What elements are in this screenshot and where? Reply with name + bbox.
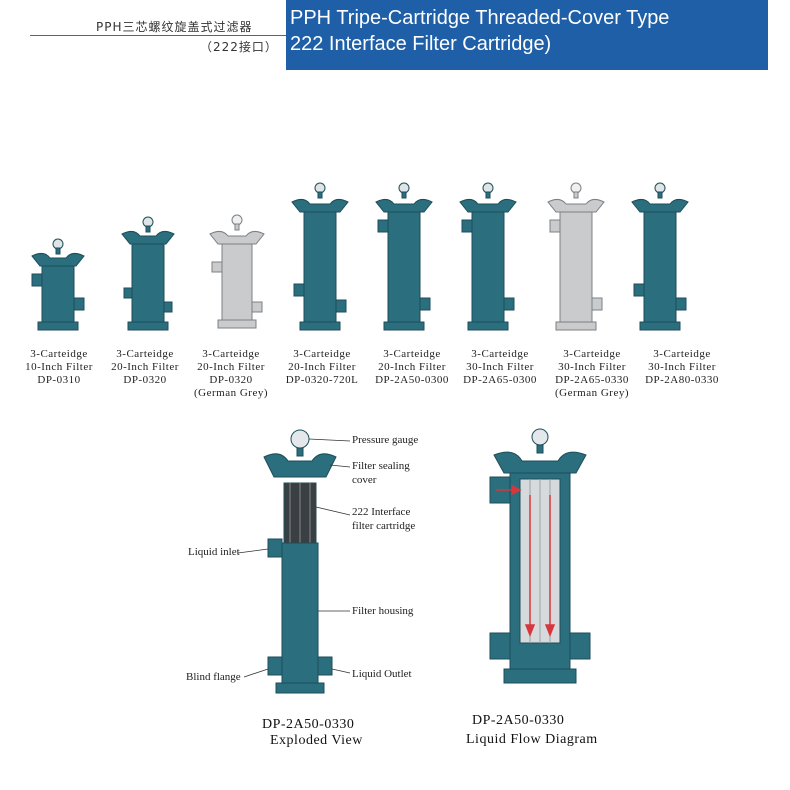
exploded-view-diagram	[237, 429, 351, 694]
label-filter-housing: Filter housing	[352, 605, 414, 617]
filter-illustration-4	[291, 182, 349, 331]
product-caption-4: 3-Carteidge 20-Inch Filter DP-0320-720L	[285, 348, 359, 386]
label-liquid-outlet: Liquid Outlet	[352, 668, 412, 680]
header-rule	[30, 35, 286, 36]
filter-illustration-2	[121, 216, 175, 331]
header-cn-title: PPH三芯螺纹旋盖式过滤器	[96, 20, 253, 34]
product-caption-5: 3-Carteidge 20-Inch Filter DP-2A50-0300	[375, 348, 449, 386]
product-caption-7: 3-Carteidge 30-Inch Filter DP-2A65-0330 …	[555, 348, 629, 399]
label-filter-cartridge: 222 Interface filter cartridge	[352, 506, 416, 532]
liquid-flow-diagram	[489, 428, 591, 684]
product-caption-3: 3-Carteidge 20-Inch Filter DP-0320 (Germ…	[194, 348, 268, 399]
filter-illustration-7	[547, 182, 605, 331]
flow-view-title: Liquid Flow Diagram	[466, 732, 598, 747]
header-en-subtitle: 222 Interface Filter Cartridge)	[290, 33, 552, 55]
product-caption-8: 3-Carteidge 30-Inch Filter DP-2A80-0330	[645, 348, 719, 386]
filter-illustration-5	[375, 182, 433, 331]
header-en-title: PPH Tripe-Cartridge Threaded-Cover Type	[290, 7, 670, 29]
label-sealing-cover: Filter sealing cover	[352, 460, 410, 486]
filter-illustration-8	[631, 182, 689, 331]
label-pressure-gauge: Pressure gauge	[352, 434, 419, 446]
label-blind-flange: Blind flange	[186, 671, 241, 683]
header-cn-subtitle: （222接口）	[200, 40, 278, 54]
label-liquid-inlet: Liquid inlet	[188, 546, 240, 558]
product-caption-6: 3-Carteidge 30-Inch Filter DP-2A65-0300	[463, 348, 537, 386]
exploded-view-title: Exploded View	[270, 733, 363, 748]
product-caption-2: 3-Carteidge 20-Inch Filter DP-0320	[111, 348, 179, 386]
filter-illustration-3	[209, 214, 265, 329]
header-banner: PPH Tripe-Cartridge Threaded-Cover Type …	[286, 0, 768, 70]
filter-illustration-1	[31, 238, 85, 331]
exploded-model: DP-2A50-0330	[262, 717, 355, 732]
filter-illustration-6	[459, 182, 517, 331]
flow-model: DP-2A50-0330	[472, 713, 565, 728]
product-caption-1: 3-Carteidge 10-Inch Filter DP-0310	[25, 348, 93, 386]
